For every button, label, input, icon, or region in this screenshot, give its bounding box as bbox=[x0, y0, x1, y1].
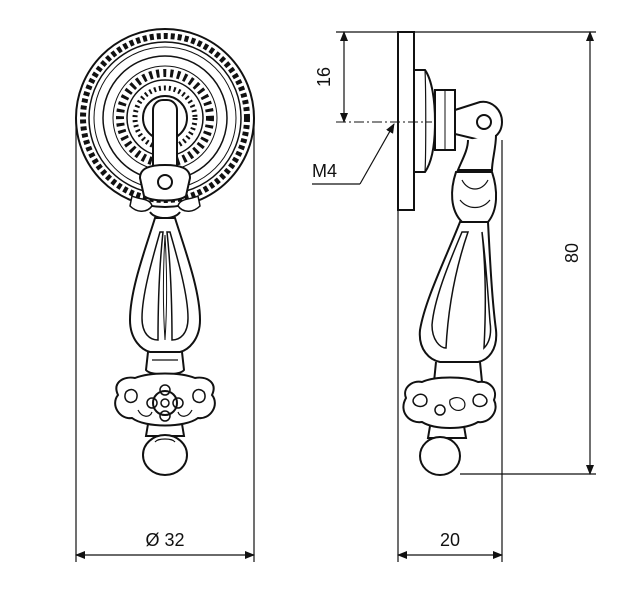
diameter-dimension: Ø 32 bbox=[75, 118, 255, 562]
thread-callout: M4 bbox=[312, 123, 395, 185]
diameter-label: Ø 32 bbox=[145, 530, 184, 550]
ornate-knob bbox=[114, 372, 216, 476]
side-view: 16 M4 80 20 bbox=[312, 31, 596, 562]
height-dimension: 80 bbox=[414, 31, 596, 475]
offset-dimension: 16 bbox=[314, 31, 398, 123]
thread-label: M4 bbox=[312, 161, 337, 181]
handle-crown bbox=[129, 163, 201, 219]
side-backplate bbox=[397, 31, 415, 211]
height-label: 80 bbox=[562, 243, 582, 263]
width-dimension: 20 bbox=[397, 140, 503, 562]
front-view: Ø 32 bbox=[75, 28, 255, 562]
width-label: 20 bbox=[440, 530, 460, 550]
teardrop-handle bbox=[128, 217, 202, 376]
offset-label: 16 bbox=[314, 67, 334, 87]
